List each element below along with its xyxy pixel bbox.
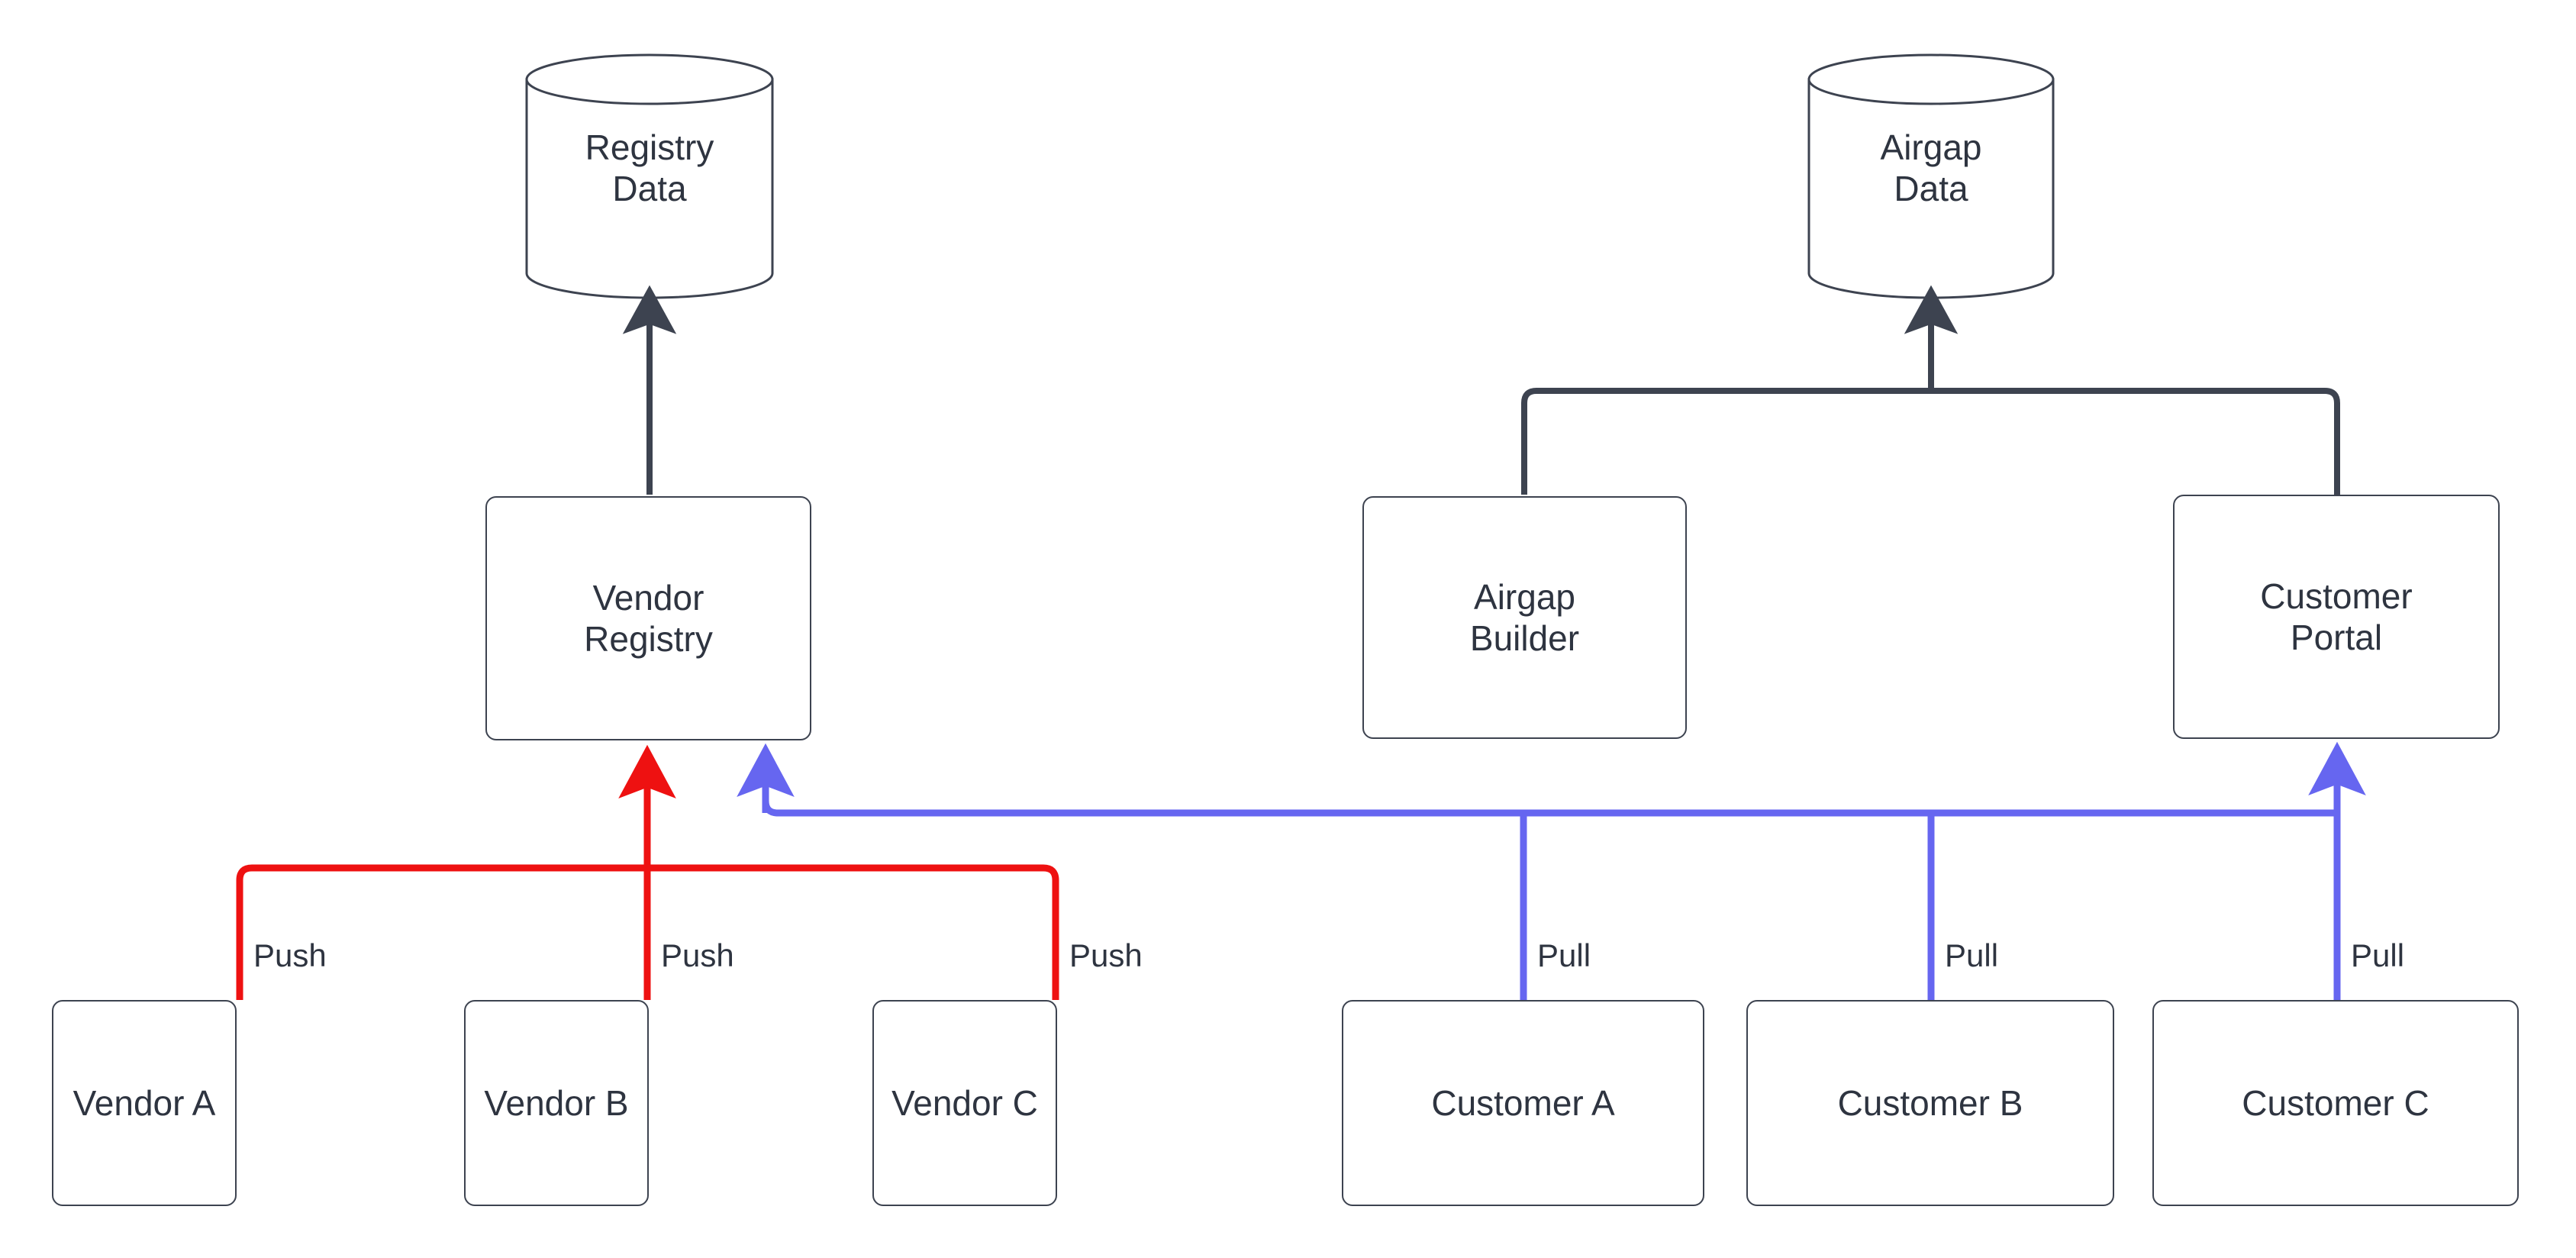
vendor-registry-label-line1: Vendor bbox=[592, 577, 704, 618]
airgap-builder-label-line2: Builder bbox=[1469, 618, 1580, 658]
customer-portal-label-line2: Portal bbox=[2290, 618, 2383, 657]
vendor-c-label: Vendor C bbox=[891, 1082, 1038, 1123]
node-customer-b[interactable]: Customer B bbox=[1746, 1000, 2114, 1206]
vendor-registry-label-line2: Registry bbox=[584, 619, 713, 659]
edge-label-pull-customer-c: Pull bbox=[2346, 937, 2410, 974]
node-vendor-registry[interactable]: Vendor Registry bbox=[485, 496, 811, 740]
edge-label-pull-customer-a: Pull bbox=[1533, 937, 1596, 974]
airgap-builder-label-line1: Airgap bbox=[1474, 576, 1575, 617]
customer-a-label: Customer A bbox=[1431, 1082, 1615, 1123]
edge-label-push-vendor-c: Push bbox=[1065, 937, 1147, 974]
airgap-data-cylinder bbox=[1807, 53, 2055, 299]
edge-pull-elbow-to-vendor-registry bbox=[737, 743, 2337, 817]
vendor-b-label: Vendor B bbox=[484, 1082, 629, 1123]
node-vendor-b[interactable]: Vendor B bbox=[464, 1000, 649, 1206]
node-customer-a[interactable]: Customer A bbox=[1342, 1000, 1704, 1206]
node-customer-portal[interactable]: Customer Portal bbox=[2173, 495, 2500, 739]
edge-vendor-c-push bbox=[647, 864, 1059, 1000]
customer-b-label: Customer B bbox=[1837, 1082, 2023, 1123]
customer-c-label: Customer C bbox=[2242, 1082, 2429, 1123]
edge-label-push-vendor-b: Push bbox=[656, 937, 739, 974]
edge-label-push-vendor-a: Push bbox=[249, 937, 331, 974]
node-vendor-a[interactable]: Vendor A bbox=[52, 1000, 237, 1206]
node-customer-c[interactable]: Customer C bbox=[2152, 1000, 2519, 1206]
edge-customer-portal-to-bus bbox=[1931, 388, 2340, 495]
edge-vendor-a-push bbox=[236, 864, 647, 1000]
edge-label-pull-customer-b: Pull bbox=[1940, 937, 2004, 974]
edge-airgap-builder-to-bus bbox=[1521, 388, 1931, 495]
registry-data-cylinder bbox=[525, 53, 774, 299]
customer-portal-label-line1: Customer bbox=[2260, 576, 2413, 616]
vendor-a-label: Vendor A bbox=[73, 1082, 216, 1123]
node-airgap-builder[interactable]: Airgap Builder bbox=[1362, 496, 1687, 739]
node-vendor-c[interactable]: Vendor C bbox=[872, 1000, 1057, 1206]
